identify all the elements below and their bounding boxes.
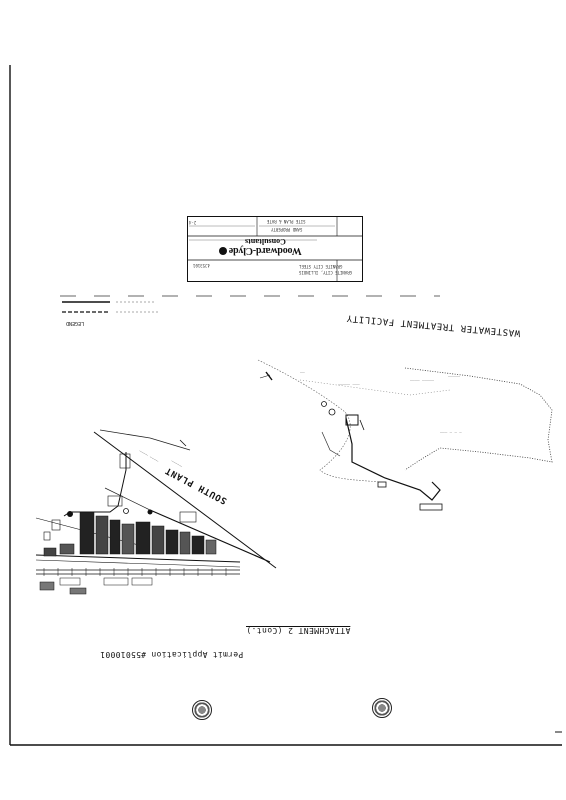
svg-text:___ _ _ _: ___ _ _ _	[440, 428, 462, 433]
firm-logo-icon	[219, 247, 227, 255]
left-seal-icon	[192, 700, 212, 720]
svg-text:_____: _____	[448, 372, 461, 377]
permit-caption: Permit Application #55010001	[100, 650, 244, 659]
svg-text:____ ____: ____ ____	[140, 447, 162, 462]
title-block: Woodward-Clyde Consultants GRANITE CITY …	[187, 216, 363, 282]
svg-text:__: __	[300, 368, 305, 373]
right-seal-icon	[372, 698, 392, 718]
svg-text:_____ ___: _____ ___	[338, 380, 360, 385]
svg-text:_____: _____	[172, 457, 185, 468]
title-block-frame	[187, 216, 363, 282]
legend: LEGEND	[60, 298, 170, 332]
separator-line	[60, 295, 440, 297]
svg-text:____ _____: ____ _____	[410, 376, 435, 381]
attachment-caption: ATTACHMENT 2 (Cont.)	[246, 626, 351, 635]
legend-lines	[62, 301, 160, 313]
